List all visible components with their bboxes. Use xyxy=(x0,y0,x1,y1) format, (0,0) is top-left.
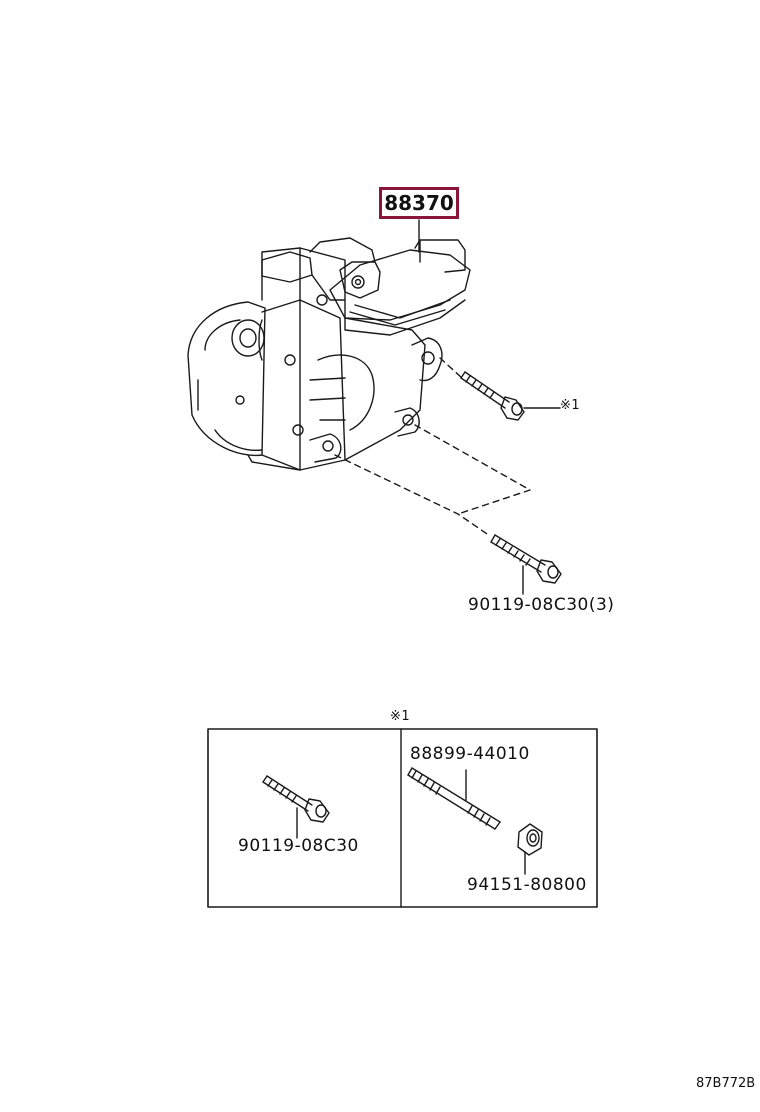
part-number-stud-bolt[interactable]: 88899-44010 xyxy=(410,744,530,764)
kit-header-note: ※1 xyxy=(390,709,411,724)
part-number-88370[interactable]: 88370 xyxy=(379,187,459,219)
kit-bolt-illustration xyxy=(262,775,330,823)
part-number-kit-bolt[interactable]: 90119-08C30 xyxy=(238,836,359,856)
nut-illustration xyxy=(517,823,543,856)
assembly-dashed-lines xyxy=(334,357,531,537)
compressor-bolt-note: ※1 xyxy=(560,398,581,413)
compressor-bolt-illustration xyxy=(460,371,525,421)
part-number-bracket-bolt[interactable]: 90119-08C30(3) xyxy=(468,595,615,615)
kit-box xyxy=(207,728,598,908)
stud-bolt-illustration xyxy=(407,767,501,830)
bracket-bolt-illustration xyxy=(490,534,562,584)
drawing-id: 87B772B xyxy=(696,1076,756,1091)
part-number-nut[interactable]: 94151-80800 xyxy=(467,875,587,895)
compressor-illustration xyxy=(187,237,471,471)
